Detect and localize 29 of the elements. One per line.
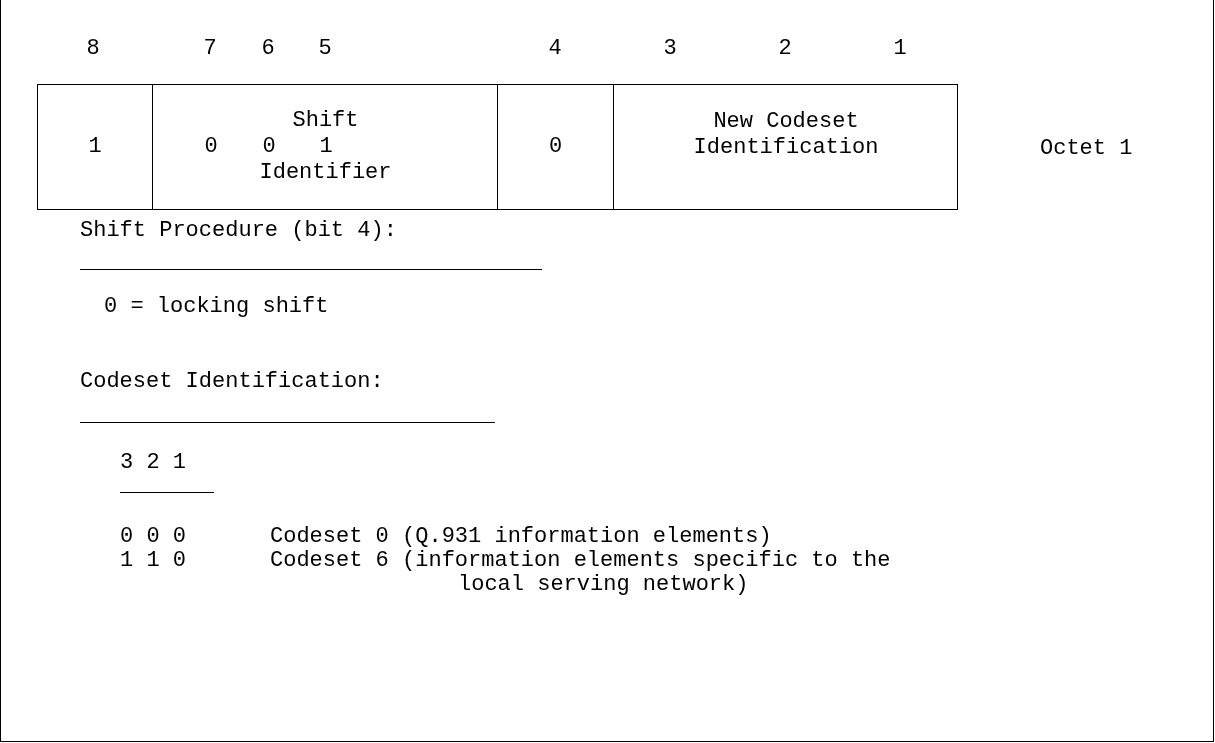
field-value: 0 [547,135,564,159]
bit-value: 1 [318,135,334,159]
bit-number: 2 [777,37,793,61]
bit-field-cell [152,84,498,210]
field-name: New Codeset Identification [692,109,880,161]
section-heading: Codeset Identification: [80,370,384,394]
octet-label: Octet 1 [1040,137,1133,161]
codeset-description: Codeset 0 (Q.931 information elements) [270,525,773,549]
bit-field-cell [497,84,614,210]
bit-number: 4 [547,37,563,61]
bit-value: 0 [203,135,219,159]
field-value: 1 [87,135,103,159]
bit-number: 3 [662,37,678,61]
bit-pattern: 1 1 0 [120,549,186,573]
field-name: Identifier [258,161,393,185]
field-name: Shift [291,109,360,133]
bit-number: 5 [317,37,333,61]
codeset-description: Codeset 6 (information elements specific to the local serving network) [270,549,892,597]
bit-number: 1 [892,37,908,61]
bit-number: 8 [85,37,101,61]
section-heading: Shift Procedure (bit 4): [80,219,397,243]
note-text: 0 = locking shift [104,295,329,319]
bit-number: 7 [202,37,218,61]
bit-number: 6 [260,37,276,61]
bit-field-cell [37,84,153,210]
column-heading: 3 2 1 [120,451,186,475]
bit-pattern: 0 0 0 [120,525,186,549]
bit-field-cell [613,84,958,210]
bit-value: 0 [261,135,277,159]
